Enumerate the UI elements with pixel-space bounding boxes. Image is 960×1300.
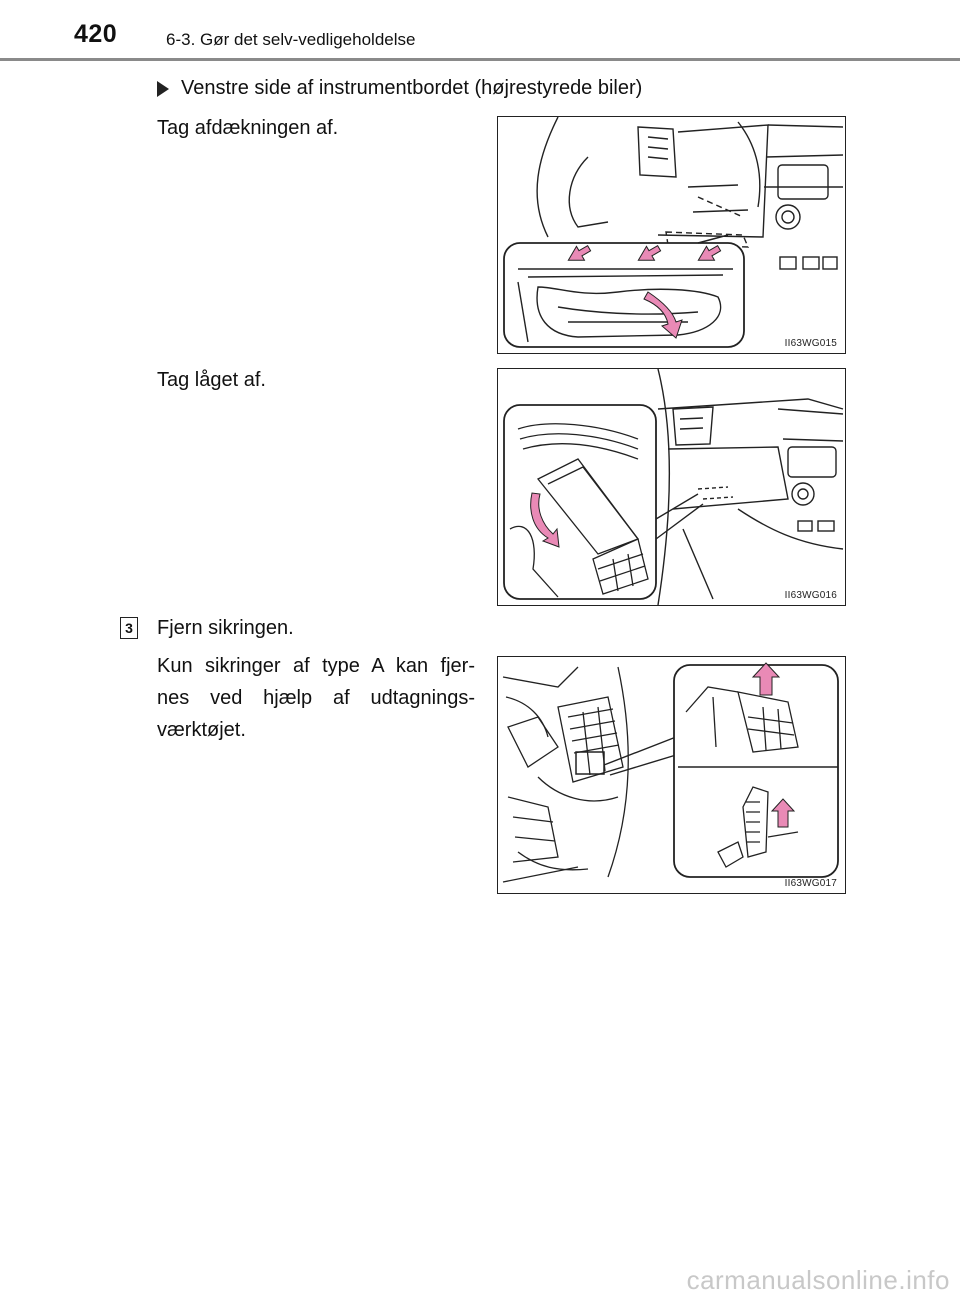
- fuse-puller-icon: [502, 662, 839, 883]
- note-line-3: værktøjet.: [157, 719, 246, 741]
- bullet-triangle-icon: [157, 80, 169, 97]
- step2-text: Tag låget af.: [157, 369, 266, 391]
- dashboard-cover-removal-icon: [503, 117, 844, 348]
- figure-code: II63WG017: [784, 878, 837, 889]
- figure-lid-removal: II63WG016: [497, 368, 846, 606]
- bullet-heading-text: Venstre side af instrumentbordet (højres…: [181, 77, 643, 99]
- header-divider: [0, 58, 960, 61]
- figure-code: II63WG016: [784, 590, 837, 601]
- bullet-heading: Venstre side af instrumentbordet (højres…: [157, 77, 642, 100]
- note-line-1: Kun sikringer af type A kan fjer-: [157, 655, 475, 677]
- section-title: 6-3. Gør det selv-vedligeholdelse: [166, 30, 416, 49]
- figure-fuse-puller: II63WG017: [497, 656, 846, 894]
- figure-code: II63WG015: [784, 338, 837, 349]
- figure-cover-removal: II63WG015: [497, 116, 846, 354]
- fuse-box-lid-removal-icon: [503, 369, 844, 605]
- step3-text: Fjern sikringen.: [157, 617, 294, 639]
- watermark: carmanualsonline.info: [686, 1265, 950, 1295]
- step-number-badge: 3: [120, 617, 138, 639]
- note-line-2: nes ved hjælp af udtagnings-: [157, 687, 475, 709]
- page-number: 420: [74, 20, 118, 48]
- step1-text: Tag afdækningen af.: [157, 117, 339, 139]
